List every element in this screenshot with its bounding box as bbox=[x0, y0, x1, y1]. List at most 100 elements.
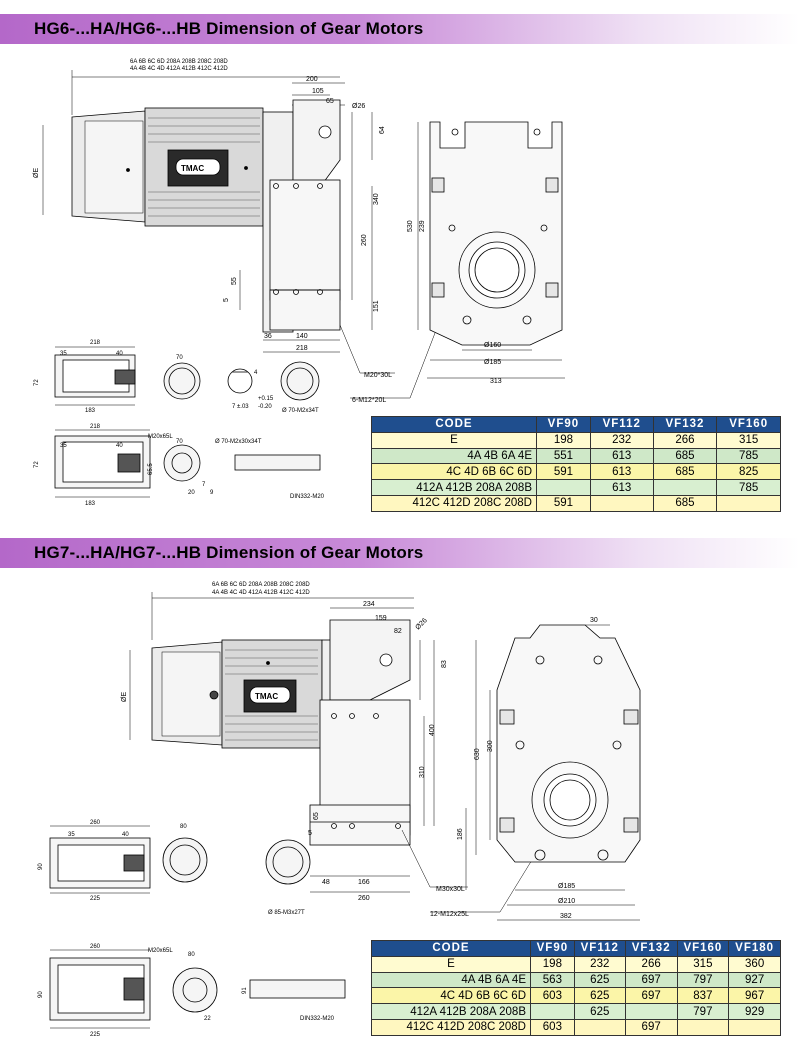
hg6-din: DIN332-M20 bbox=[290, 494, 325, 500]
table-cell: 591 bbox=[536, 494, 591, 512]
hg6-dim-64: 64 bbox=[379, 126, 386, 134]
section1-header: HG6-...HA/HG6-...HB Dimension of Gear Mo… bbox=[0, 14, 800, 44]
hg6-dim-239: 239 bbox=[419, 220, 426, 232]
hg7-dim-166: 166 bbox=[358, 879, 370, 886]
hg7-dim-260: 260 bbox=[358, 895, 370, 902]
hg7-s91: 91 bbox=[242, 987, 248, 994]
hg6-dim-260: 260 bbox=[361, 234, 368, 246]
hg7-motor-codes-2: 4A 4B 4C 4D 412A 412B 412C 412D bbox=[212, 590, 310, 596]
table-cell-code: 412A 412B 208A 208B bbox=[371, 479, 537, 496]
hg6-s9: 9 bbox=[210, 490, 214, 496]
table-cell bbox=[624, 1003, 678, 1020]
hg7-s80: 80 bbox=[180, 824, 187, 830]
table-cell: 266 bbox=[652, 431, 718, 449]
table-header: VF90 bbox=[530, 940, 575, 957]
table-cell-code: E bbox=[371, 431, 537, 449]
table-cell: 927 bbox=[728, 971, 781, 989]
hg7-dim-234: 234 bbox=[363, 601, 375, 608]
table-cell: 315 bbox=[676, 955, 730, 973]
hg6-s703: 7 ±.03 bbox=[232, 404, 249, 410]
table-cell-code: 4A 4B 6A 4E bbox=[371, 971, 531, 989]
hg7-s225: 225 bbox=[90, 896, 101, 902]
table-header: CODE bbox=[371, 940, 531, 957]
hg6-dim-5: 5 bbox=[223, 298, 230, 302]
hg7-dim-83: 83 bbox=[441, 660, 448, 668]
hg7-s260b: 260 bbox=[90, 944, 101, 950]
hg7-dim-26: Ø26 bbox=[414, 617, 428, 631]
table-cell: 266 bbox=[624, 955, 678, 973]
hg7-dim-5: 5 bbox=[308, 830, 312, 837]
hg7-s22: 22 bbox=[204, 1016, 211, 1022]
table-cell: 785 bbox=[716, 479, 781, 496]
hg6-s35b: 35 bbox=[60, 443, 67, 449]
hg7-m30-label: M30x30L bbox=[436, 886, 465, 893]
hg6-dim-E: ØE bbox=[33, 168, 40, 178]
hg6-s4: 4 bbox=[254, 370, 258, 376]
hg6-s7: 7 bbox=[202, 482, 206, 488]
hg7-dim-159: 159 bbox=[375, 615, 387, 622]
hg7-dim-30: 30 bbox=[590, 617, 598, 624]
table-cell-code: 412C 412D 208C 208D bbox=[371, 494, 537, 512]
table-cell: 837 bbox=[676, 987, 730, 1005]
table-cell bbox=[676, 1018, 730, 1036]
table-cell: 591 bbox=[536, 463, 591, 481]
hg6-motor-codes-2: 4A 4B 4C 4D 412A 412B 412C 412D bbox=[130, 66, 228, 72]
hg6-s20: 20 bbox=[188, 490, 195, 496]
hg7-din: DIN332-M20 bbox=[300, 1016, 335, 1022]
hg7-s80b: 80 bbox=[188, 952, 195, 958]
hg6-front-view bbox=[417, 121, 565, 379]
table-cell-code: 412C 412D 208C 208D bbox=[371, 1018, 531, 1036]
hg7-side-view bbox=[129, 592, 536, 913]
table-cell: 967 bbox=[728, 987, 781, 1005]
table-row: E 198 232 266 315 360 bbox=[371, 955, 781, 973]
hg7-dim-186: 186 bbox=[457, 828, 464, 840]
table-cell: 603 bbox=[530, 987, 575, 1005]
hg6-s35: 35 bbox=[60, 351, 67, 357]
hg6-side-view bbox=[42, 70, 441, 399]
hg7-dim-400: 400 bbox=[429, 724, 436, 736]
hg6-sm20: M20x65L bbox=[148, 434, 173, 440]
table-cell: 315 bbox=[716, 431, 781, 449]
section2-title: HG7-...HA/HG7-...HB Dimension of Gear Mo… bbox=[34, 543, 424, 562]
table-header: VF160 bbox=[716, 416, 781, 433]
hg7-dim-382: 382 bbox=[560, 913, 572, 920]
table-header: VF112 bbox=[573, 940, 626, 957]
hg6-s70: 70 bbox=[176, 355, 183, 361]
hg7-spec-table: CODE VF90 VF112 VF132 VF160 VF180 E 198 … bbox=[371, 940, 781, 1036]
table-header: VF132 bbox=[624, 940, 678, 957]
hg7-s40: 40 bbox=[122, 832, 129, 838]
table-cell bbox=[530, 1003, 575, 1020]
table-cell: 697 bbox=[624, 987, 678, 1005]
hg6-s020: -0.20 bbox=[258, 404, 272, 410]
table-header: VF90 bbox=[536, 416, 591, 433]
hg6-shaft-details bbox=[54, 346, 321, 498]
table-cell: 198 bbox=[530, 955, 575, 973]
hg7-dim-185: Ø185 bbox=[558, 883, 575, 890]
table-row: 412A 412B 208A 208B 613 785 bbox=[371, 479, 781, 496]
hg7-s90b: 90 bbox=[38, 991, 44, 998]
hg6-dim-65: 65 bbox=[326, 98, 334, 105]
hg7-s260: 260 bbox=[90, 820, 101, 826]
table-cell: 625 bbox=[573, 1003, 626, 1020]
section1-title: HG6-...HA/HG6-...HB Dimension of Gear Mo… bbox=[34, 19, 424, 38]
table-header: CODE bbox=[371, 416, 537, 433]
table-cell bbox=[536, 479, 591, 496]
hg7-motor-logo: TMAC bbox=[255, 692, 278, 701]
hg6-sphi70a: Ø 70-M2x30x34T bbox=[215, 439, 262, 445]
table-cell: 360 bbox=[728, 955, 781, 973]
hg6-dim-218: 218 bbox=[296, 345, 308, 352]
table-header: VF180 bbox=[728, 940, 781, 957]
hg6-sphi70b: Ø 70-M2x34T bbox=[282, 408, 319, 414]
table-cell bbox=[728, 1018, 781, 1036]
hg7-s225b: 225 bbox=[90, 1032, 101, 1038]
hg7-dim-E: ØE bbox=[121, 692, 128, 702]
table-cell: 603 bbox=[530, 1018, 575, 1036]
hg7-dim-82: 82 bbox=[394, 628, 402, 635]
hg7-dim-630: 630 bbox=[474, 748, 481, 760]
hg6-dim-151: 151 bbox=[373, 300, 380, 312]
hg6-s40b: 40 bbox=[116, 443, 123, 449]
table-cell: 625 bbox=[573, 971, 626, 989]
hg6-dim-55: 55 bbox=[231, 277, 238, 285]
hg6-motor-codes-1: 6A 6B 6C 6D 208A 208B 208C 208D bbox=[130, 59, 228, 65]
